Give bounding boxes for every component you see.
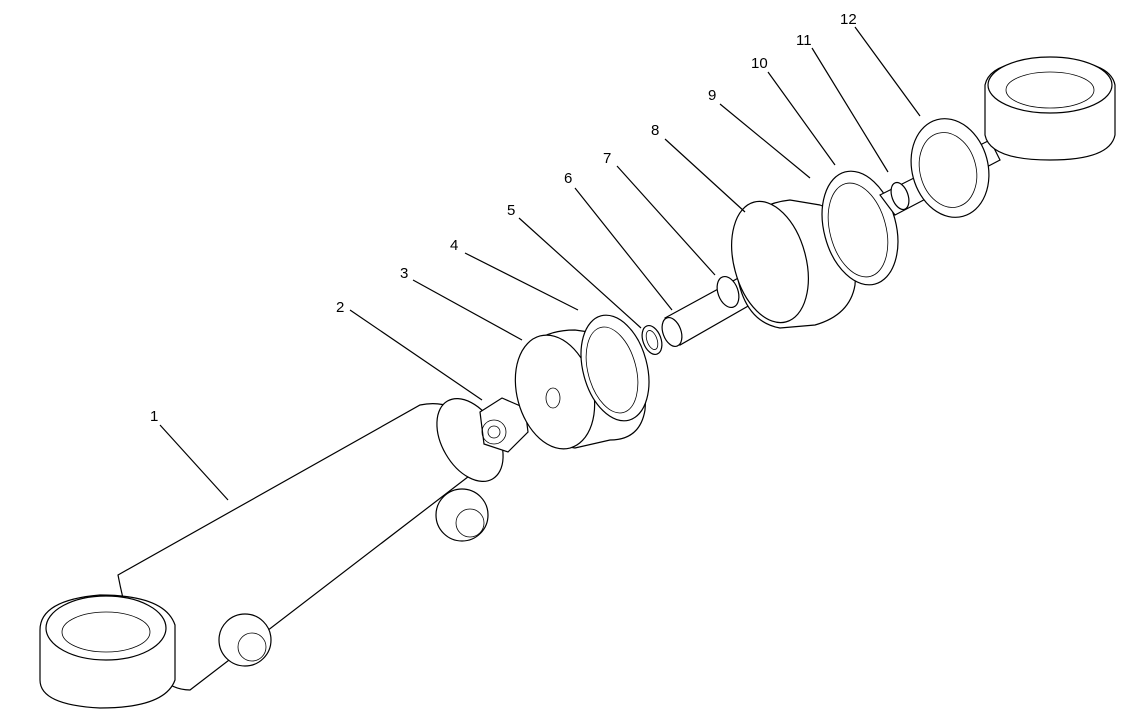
leader-3 [412,279,523,341]
callout-9: 9 [708,87,716,104]
part-9-10-seal-rings [821,170,899,286]
callout-8: 8 [651,122,659,139]
leader-2 [349,309,483,401]
callout-5: 5 [507,202,515,219]
callout-numbers: 1 2 3 4 5 6 7 8 9 10 11 12 [150,11,857,425]
leader-11 [811,47,889,173]
part-12-end-gland [910,118,990,218]
callout-12: 12 [840,11,857,28]
leader-10 [767,71,836,166]
leader-6 [574,187,673,311]
leader-12 [854,26,921,117]
part-4-seal-ring [580,314,650,422]
leader-5 [518,217,642,329]
callout-7: 7 [603,150,611,167]
leader-8 [664,138,746,213]
callout-4: 4 [450,237,458,254]
leader-4 [464,252,579,311]
callout-1: 1 [150,408,158,425]
callout-3: 3 [400,265,408,282]
callout-11: 11 [796,32,812,49]
rod-end-eye [984,56,1116,161]
callout-2: 2 [336,299,344,316]
leader-9 [719,103,811,179]
callout-6: 6 [564,170,572,187]
part-5-o-ring [641,324,663,356]
part-2-hex-nut [479,397,529,453]
callout-10: 10 [751,55,768,72]
leader-7 [616,165,716,276]
leader-1 [159,424,229,501]
part-1-cylinder-barrel [39,397,504,709]
leader-lines [159,26,921,501]
